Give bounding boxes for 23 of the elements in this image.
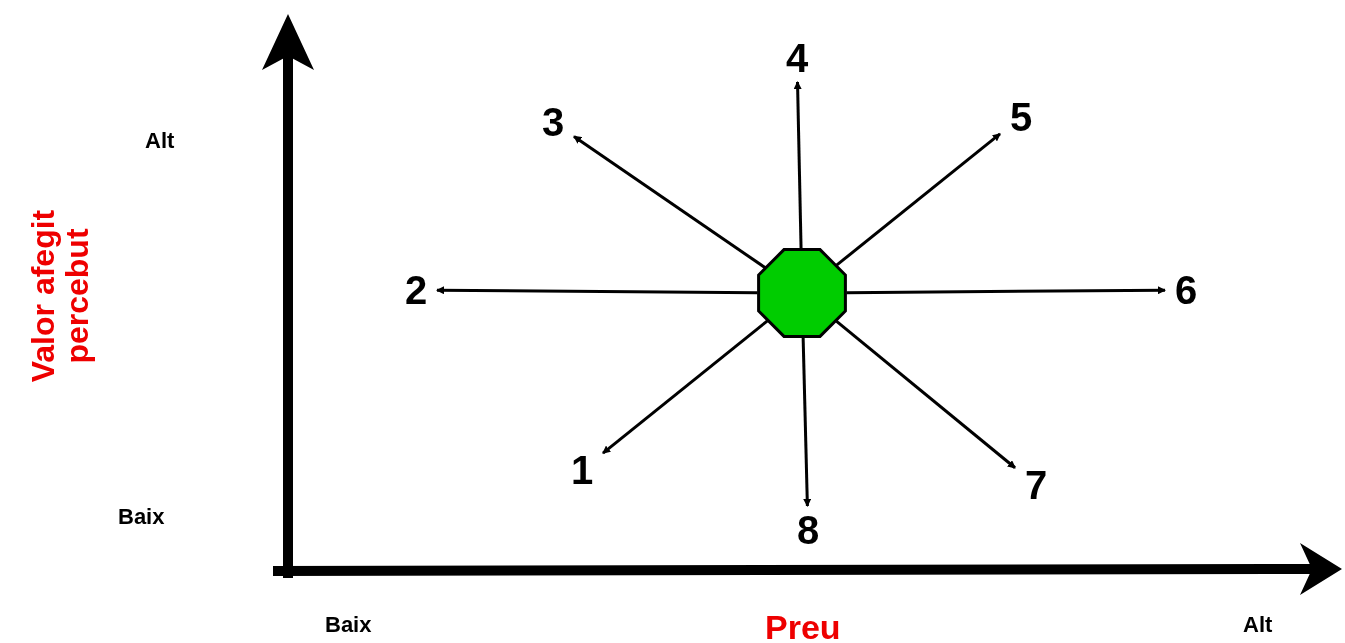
arrow <box>846 286 1166 295</box>
number-label: 4 <box>780 38 814 78</box>
axis-tick-label: Baix <box>325 612 372 638</box>
number-label: 7 <box>1019 465 1053 505</box>
axis-title: Preu <box>765 608 841 643</box>
arrow <box>436 286 758 295</box>
octagon <box>757 248 847 338</box>
number-label: 5 <box>1004 97 1038 137</box>
axis-tick-label: Alt <box>1243 612 1273 638</box>
arrow <box>835 320 1016 469</box>
arrow <box>801 337 812 507</box>
number-label: 3 <box>536 102 570 142</box>
arrow <box>573 135 767 270</box>
axis-tick-label: Baix <box>118 504 165 530</box>
arrow <box>793 81 803 249</box>
arrow <box>602 319 769 455</box>
axis-tick-label: Alt <box>145 128 175 154</box>
axis-title: Valor afegit percebut <box>26 208 94 385</box>
arrow <box>835 132 1001 267</box>
number-label: 1 <box>565 450 599 490</box>
number-label: 8 <box>791 510 825 550</box>
number-label: 6 <box>1169 270 1203 310</box>
number-label: 2 <box>399 270 433 310</box>
